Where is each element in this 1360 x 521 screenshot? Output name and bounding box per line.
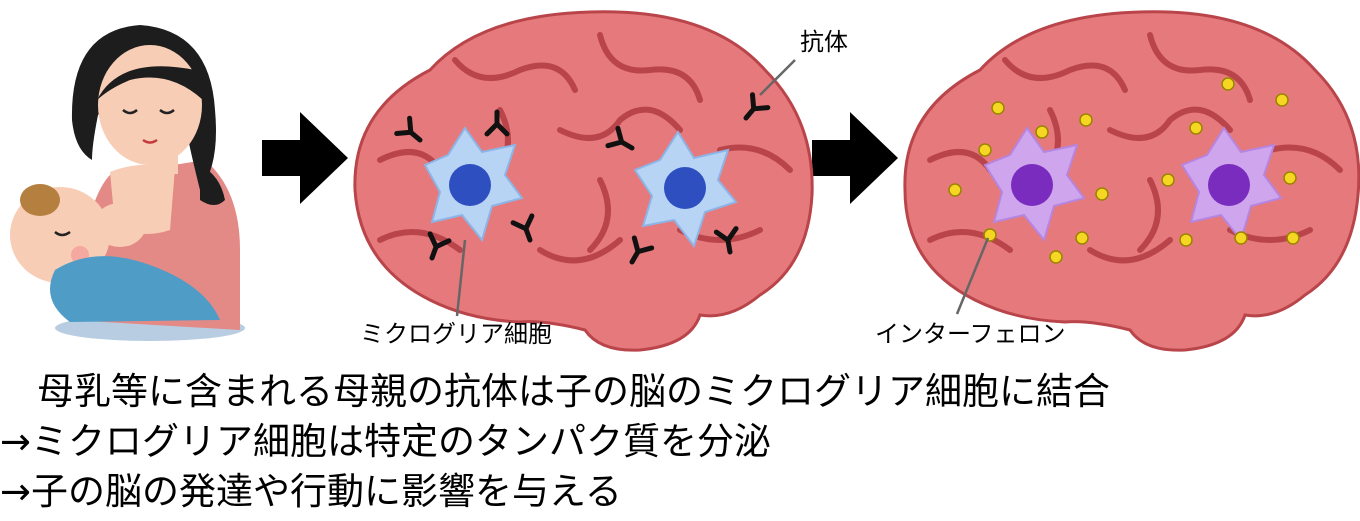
brain-1 [353,10,814,352]
brain-2 [903,10,1360,352]
interferon-leader-line [955,237,990,315]
mother-eyes [122,109,175,115]
interferon-label: インターフェロン [875,320,1066,348]
mother-ponytail [200,165,225,205]
mother-bangs [97,66,204,100]
interferon-dots [948,77,1300,264]
baby-eye [54,230,71,237]
activated-nucleus-2 [1208,164,1250,206]
baby-hair [20,184,60,216]
microglia-nucleus-2 [664,167,706,209]
mother-baby-illustration [10,25,245,341]
microglia-label: ミクログリア細胞 [360,320,552,348]
antibody-label: 抗体 [800,28,848,56]
caption-line-2: →ミクログリア細胞は特定のタンパク質を分泌 [0,420,772,463]
baby-clothes [50,256,220,322]
brain-1-shape [353,10,814,352]
mother-mouth [142,138,158,144]
brain-2-shape [903,10,1360,352]
arrow-right-2 [812,112,898,204]
brain-2-folds [927,32,1343,264]
activated-nucleus-1 [1011,164,1053,206]
caption-line-1: 母乳等に含まれる母親の抗体は子の脳のミクログリア細胞に結合 [0,370,1110,413]
arrow-right-1 [262,112,348,204]
mother-face [98,45,202,165]
antibody-leader-line [759,59,796,96]
microglia-leader-line [455,239,467,317]
microglia-nucleus-1 [449,164,491,206]
mother-hand [94,203,146,247]
caption-line-3: →子の脳の発達や行動に影響を与える [0,470,622,513]
